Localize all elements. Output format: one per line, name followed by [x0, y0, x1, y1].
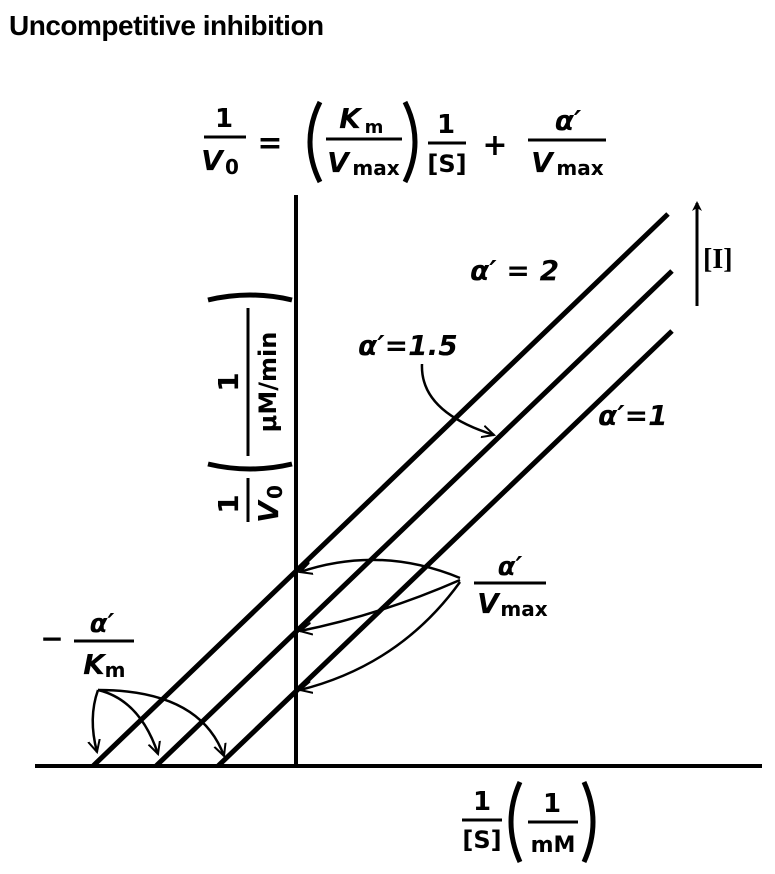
- intercept-label-den-sub: max: [500, 597, 547, 621]
- callout-x-intercept-alpha-1: [97, 688, 224, 756]
- eq-km-numerator-sub: m: [365, 117, 384, 138]
- callout-alpha-1-5: [420, 363, 494, 435]
- eq-equals: =: [257, 126, 282, 161]
- inhibitor-label: [I]: [703, 244, 733, 275]
- x-label-outer-den: [S]: [462, 826, 501, 854]
- rate-equation: 1 V 0 = K m V max 1 [S] + α′ V max: [201, 100, 606, 184]
- y-label-inner-den: μM/min: [254, 332, 282, 433]
- intercept-label-den: V: [477, 587, 501, 620]
- figure-title: Uncompetitive inhibition: [9, 10, 324, 41]
- eq-plus: +: [482, 128, 507, 163]
- eq-lhs-denominator: V: [201, 144, 225, 177]
- eq-alpha-numerator: α′: [555, 104, 582, 137]
- x-intercept-den: K: [83, 648, 107, 681]
- line-alpha-2: [91, 212, 670, 768]
- x-intercept-num: α′: [90, 609, 115, 639]
- eq-s-numerator: 1: [437, 110, 455, 140]
- eq-km-denominator-sub: max: [352, 156, 399, 180]
- x-axis-label: 1 [S] 1 mM: [462, 780, 596, 864]
- x-intercept-den-sub: m: [105, 658, 126, 682]
- x-intercept-sign: −: [40, 622, 63, 655]
- x-label-inner-den: mM: [531, 833, 576, 858]
- eq-s-denominator: [S]: [427, 150, 466, 178]
- callout-intercept-alpha-1-5: [300, 578, 461, 631]
- line-alpha-1-5: [154, 269, 674, 768]
- eq-lhs-denominator-sub: 0: [225, 155, 239, 179]
- callout-intercept-alpha-1: [300, 581, 462, 690]
- eq-lhs-numerator: 1: [215, 104, 233, 134]
- y-axis-label: 1 V 0 1 μM/min: [207, 292, 293, 523]
- callout-x-intercept-alpha-1-5: [97, 688, 158, 754]
- intercept-label-num: α′: [498, 552, 523, 582]
- eq-km-numerator: K: [339, 102, 363, 135]
- eq-km-denominator: V: [327, 146, 351, 179]
- callout-intercept-alpha-2: [300, 558, 461, 580]
- y-label-outer-num: 1: [212, 494, 245, 513]
- label-alpha-1-5: α′=1.5: [358, 329, 458, 362]
- y-label-outer-den: V: [252, 499, 285, 523]
- callout-x-intercept-alpha-2: [93, 689, 98, 752]
- line-alpha-1: [216, 329, 674, 768]
- y-label-inner-num: 1: [212, 372, 245, 391]
- eq-alpha-denominator-sub: max: [556, 156, 603, 180]
- label-alpha-1: α′=1: [598, 399, 668, 432]
- eq-alpha-denominator: V: [531, 146, 555, 179]
- x-label-inner-num: 1: [543, 789, 561, 819]
- x-label-outer-num: 1: [473, 787, 491, 817]
- y-label-outer-den-sub: 0: [263, 485, 287, 499]
- label-alpha-2: α′ = 2: [470, 254, 559, 287]
